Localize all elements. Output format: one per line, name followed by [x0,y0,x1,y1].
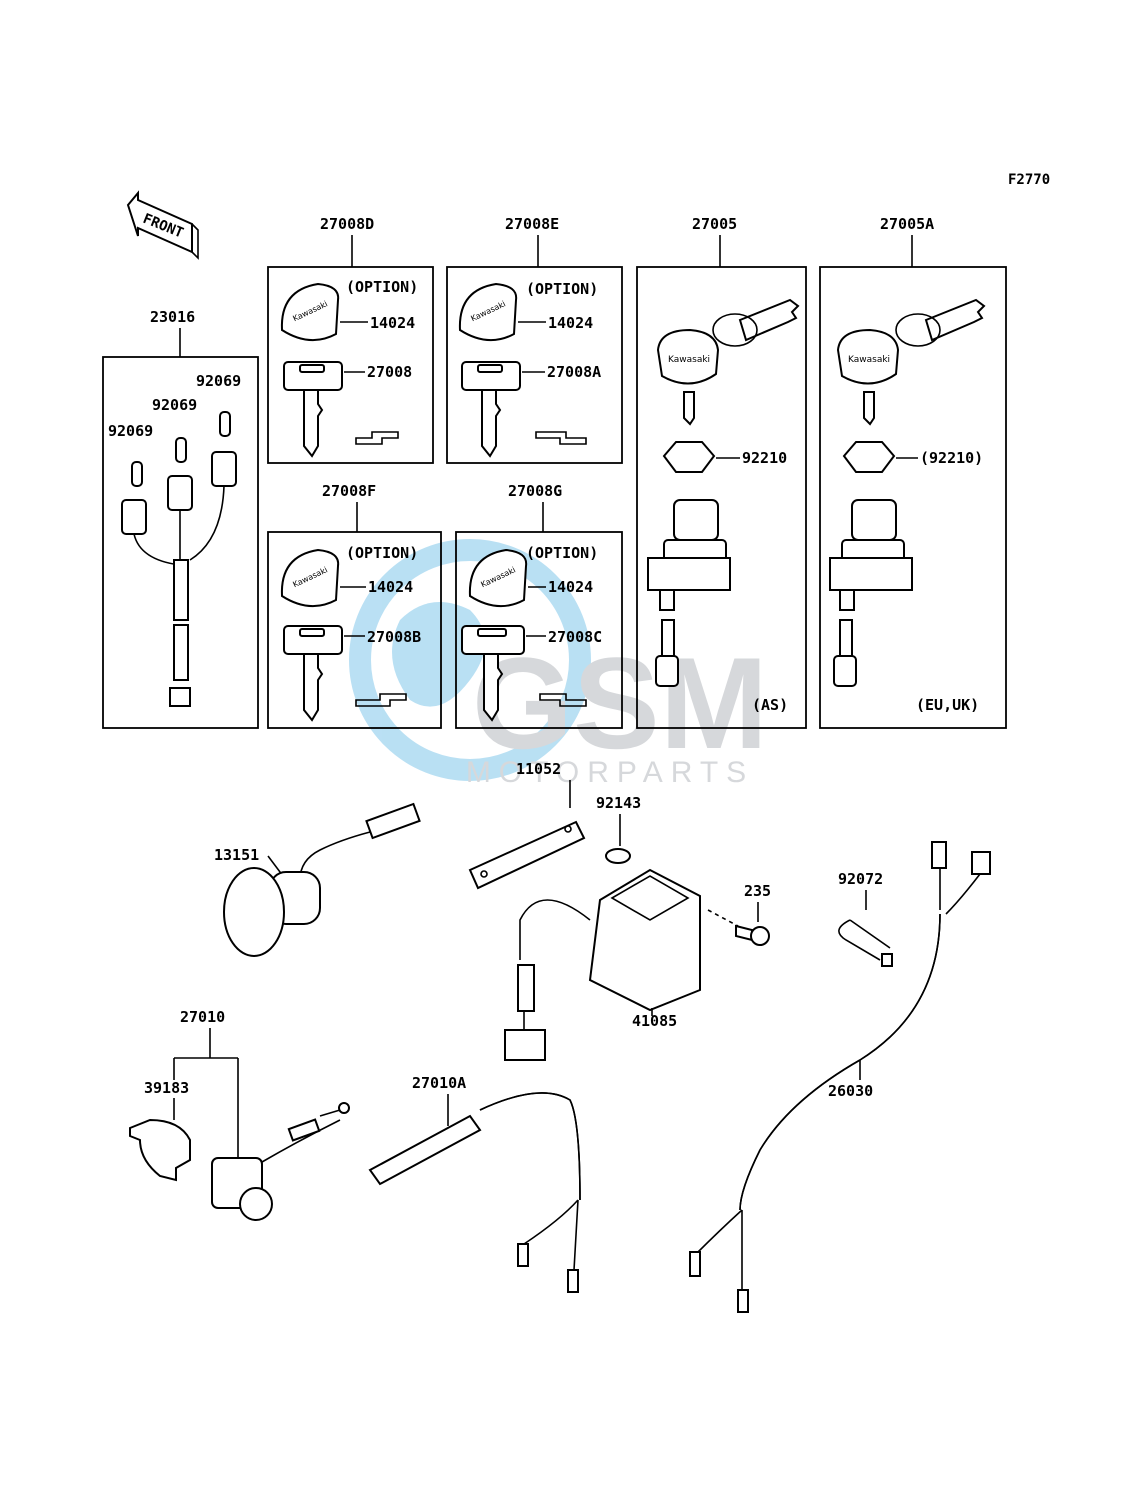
label-23016: 23016 [150,308,195,326]
label-11052: 11052 [516,760,561,778]
option-note-1: (OPTION) [346,278,418,296]
label-27010: 27010 [180,1008,225,1026]
nut-92210-opt [842,441,896,473]
label-92210-paren: (92210) [920,449,983,467]
switch-body-27005A [829,499,913,687]
label-41085: 41085 [632,1012,677,1030]
label-27005A: 27005A [880,215,934,233]
key-profile-icon [355,693,407,707]
label-27008A: 27008A [547,363,601,381]
label-14024-2: 14024 [548,314,593,332]
svg-text:Kawasaki: Kawasaki [668,355,710,365]
key-profile-icon [355,431,399,445]
label-27010A: 27010A [412,1074,466,1092]
indicator-13151 [223,802,421,957]
label-27008G: 27008G [508,482,562,500]
key-cover-14024-2: Kawasaki [458,282,518,341]
label-92143: 92143 [596,794,641,812]
switch-body-27005 [647,499,731,687]
switch-27010A [368,1092,581,1293]
harness-23016 [121,411,237,707]
clamp-92072 [838,919,893,967]
key-cover-14024-4: Kawasaki [468,548,528,607]
switch-27010 [211,1102,350,1221]
box-27008G [455,531,623,729]
label-14024-1: 14024 [370,314,415,332]
ignition-key-27005A: Kawasaki [836,298,986,426]
label-27008D: 27008D [320,215,374,233]
watermark-globe-icon [349,539,591,781]
label-14024-4: 14024 [548,578,593,596]
box-27008D [267,266,434,464]
svg-text:Kawasaki: Kawasaki [848,355,890,365]
label-27008C: 27008C [548,628,602,646]
label-92069-a: 92069 [196,372,241,390]
label-27008: 27008 [367,363,412,381]
key-27008A [461,361,521,458]
bracket-11052 [468,820,586,890]
box-27008E [446,266,623,464]
box-27005 [636,266,807,729]
label-13151: 13151 [214,846,259,864]
key-cover-14024-1: Kawasaki [280,282,340,341]
key-profile-icon [539,693,587,707]
washer-92143 [605,848,631,864]
box-23016 [102,356,259,729]
key-27008C [461,625,525,722]
label-26030: 26030 [828,1082,873,1100]
ignition-key-27005: Kawasaki [656,298,800,426]
label-27008B: 27008B [367,628,421,646]
key-profile-icon [535,431,587,445]
holder-39183 [129,1118,191,1182]
screw-235 [735,924,770,946]
label-92069-c: 92069 [108,422,153,440]
note-as: (AS) [752,696,788,714]
label-92072: 92072 [838,870,883,888]
label-235: 235 [744,882,771,900]
label-39183: 39183 [144,1079,189,1097]
label-27008F: 27008F [322,482,376,500]
key-27008 [283,361,343,458]
note-eu-uk: (EU,UK) [916,696,979,714]
label-27005: 27005 [692,215,737,233]
label-14024-3: 14024 [368,578,413,596]
label-92069-b: 92069 [152,396,197,414]
label-27008E: 27008E [505,215,559,233]
diagram-id: F2770 [1008,172,1050,188]
box-27005A [819,266,1007,729]
key-27008B [283,625,343,722]
watermark-sub: MOTORPARTS [466,756,754,789]
key-cover-14024-3: Kawasaki [280,548,340,607]
option-note-3: (OPTION) [346,544,418,562]
nut-92210 [662,441,716,473]
switch-box-41085 [504,868,701,1061]
box-27008F [267,531,442,729]
front-arrow-icon: FRONT [126,190,199,260]
option-note-2: (OPTION) [526,280,598,298]
label-92210: 92210 [742,449,787,467]
harness-26030 [689,841,991,1313]
option-note-4: (OPTION) [526,544,598,562]
